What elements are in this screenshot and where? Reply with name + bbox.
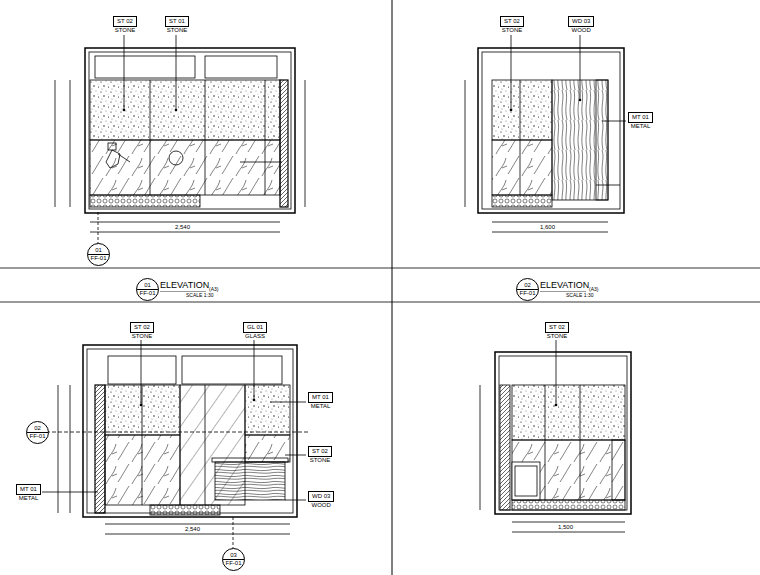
marker-divider [88,254,109,255]
material-name: WOOD [311,502,332,509]
material-name: STONE [546,333,569,340]
section-marker: 02FF-01 [26,421,49,444]
material-code: ST 01 [165,16,189,27]
material-code: GL 01 [243,322,267,333]
marker-divider [27,432,48,433]
marker-text: 01 [95,247,102,254]
dimension-text: 1,500 [558,524,573,531]
view-title: ELEVATION [160,281,209,291]
material-code: ST 02 [545,322,569,333]
material-name: STONE [166,27,189,34]
material-code: WD 03 [568,16,594,27]
material-code: ST 02 [130,322,154,333]
view-title: ELEVATION [540,281,589,291]
dimension-text: 2,540 [185,526,200,533]
section-marker: 02FF-01 [516,278,539,301]
material-name: METAL [310,403,332,410]
material-tag: MT 01METAL [308,392,333,410]
section-marker: 03FF-01 [222,548,245,571]
marker-text: 01 [144,282,151,289]
marker-divider [137,289,158,290]
material-name: STONE [131,333,154,340]
material-name: GLASS [244,333,266,340]
marker-divider [517,289,538,290]
material-tag: WD 03WOOD [308,491,334,509]
scale-note: (A3) [209,287,218,293]
material-tag: MT 01METAL [16,484,41,502]
marker-text: FF-01 [519,290,535,297]
marker-text: 02 [34,425,41,432]
marker-text: FF-01 [29,433,45,440]
section-marker: 01FF-01 [87,243,110,266]
material-code: MT 01 [628,112,653,123]
material-name: STONE [501,27,524,34]
material-name: METAL [18,495,40,502]
material-tag: WD 03WOOD [568,16,594,34]
material-name: WOOD [571,27,592,34]
dimension-text: 2,540 [175,224,190,231]
marker-divider [223,559,244,560]
material-tag: ST 02STONE [130,322,154,340]
dimension-text: 1,600 [540,224,555,231]
scale-note: (A3) [589,287,598,293]
scale-note: SCALE 1:30 [186,293,214,299]
material-tag: ST 02STONE [308,446,332,464]
material-tag: ST 02STONE [113,16,137,34]
material-code: ST 02 [113,16,137,27]
material-code: MT 01 [308,392,333,403]
material-tag: ST 02STONE [500,16,524,34]
section-marker: 01FF-01 [136,278,159,301]
material-code: ST 02 [308,446,332,457]
material-code: MT 01 [16,484,41,495]
material-tag: ST 02STONE [545,322,569,340]
material-name: STONE [114,27,137,34]
material-tag: GL 01GLASS [243,322,267,340]
marker-text: FF-01 [139,290,155,297]
marker-text: FF-01 [225,560,241,567]
scale-note: SCALE 1:30 [566,293,594,299]
material-name: STONE [309,457,332,464]
material-name: METAL [630,123,652,130]
material-tag: ST 01STONE [165,16,189,34]
material-code: ST 02 [500,16,524,27]
material-tag: MT 01METAL [628,112,653,130]
marker-text: 02 [524,282,531,289]
material-code: WD 03 [308,491,334,502]
marker-text: FF-01 [90,255,106,262]
marker-text: 03 [230,552,237,559]
